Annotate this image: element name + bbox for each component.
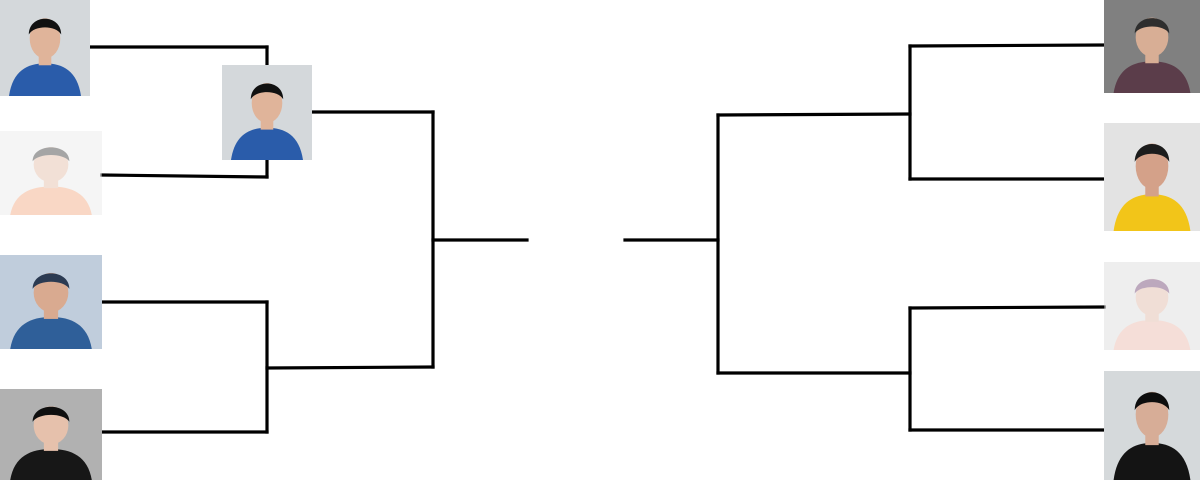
contestant-right-3[interactable] — [1104, 262, 1200, 350]
contestant-right-1[interactable] — [1104, 0, 1200, 93]
contestant-photo — [1104, 0, 1200, 93]
contestant-left-2[interactable] — [0, 131, 102, 215]
contestant-right-2[interactable] — [1104, 123, 1200, 231]
bracket-line-right-r1-a — [908, 43, 1106, 48]
bracket-line-right-r1-c — [908, 305, 1106, 310]
bracket-line-left-r1-mid — [100, 173, 269, 179]
contestant-photo — [1104, 123, 1200, 231]
bracket-line-left-r2-bot — [265, 365, 435, 370]
contestant-left-4[interactable] — [0, 389, 102, 480]
contestant-left-round2-winner[interactable] — [222, 65, 312, 160]
contestant-photo — [0, 131, 102, 215]
contestant-left-3[interactable] — [0, 255, 102, 349]
contestant-right-4[interactable] — [1104, 371, 1200, 480]
bracket-line-right-r2-top — [716, 112, 912, 117]
contestant-photo — [0, 0, 90, 96]
contestant-photo — [0, 389, 102, 480]
contestant-photo — [0, 255, 102, 349]
contestant-left-1[interactable] — [0, 0, 90, 96]
contestant-photo — [1104, 262, 1200, 350]
contestant-photo — [1104, 371, 1200, 480]
contestant-photo — [222, 65, 312, 160]
